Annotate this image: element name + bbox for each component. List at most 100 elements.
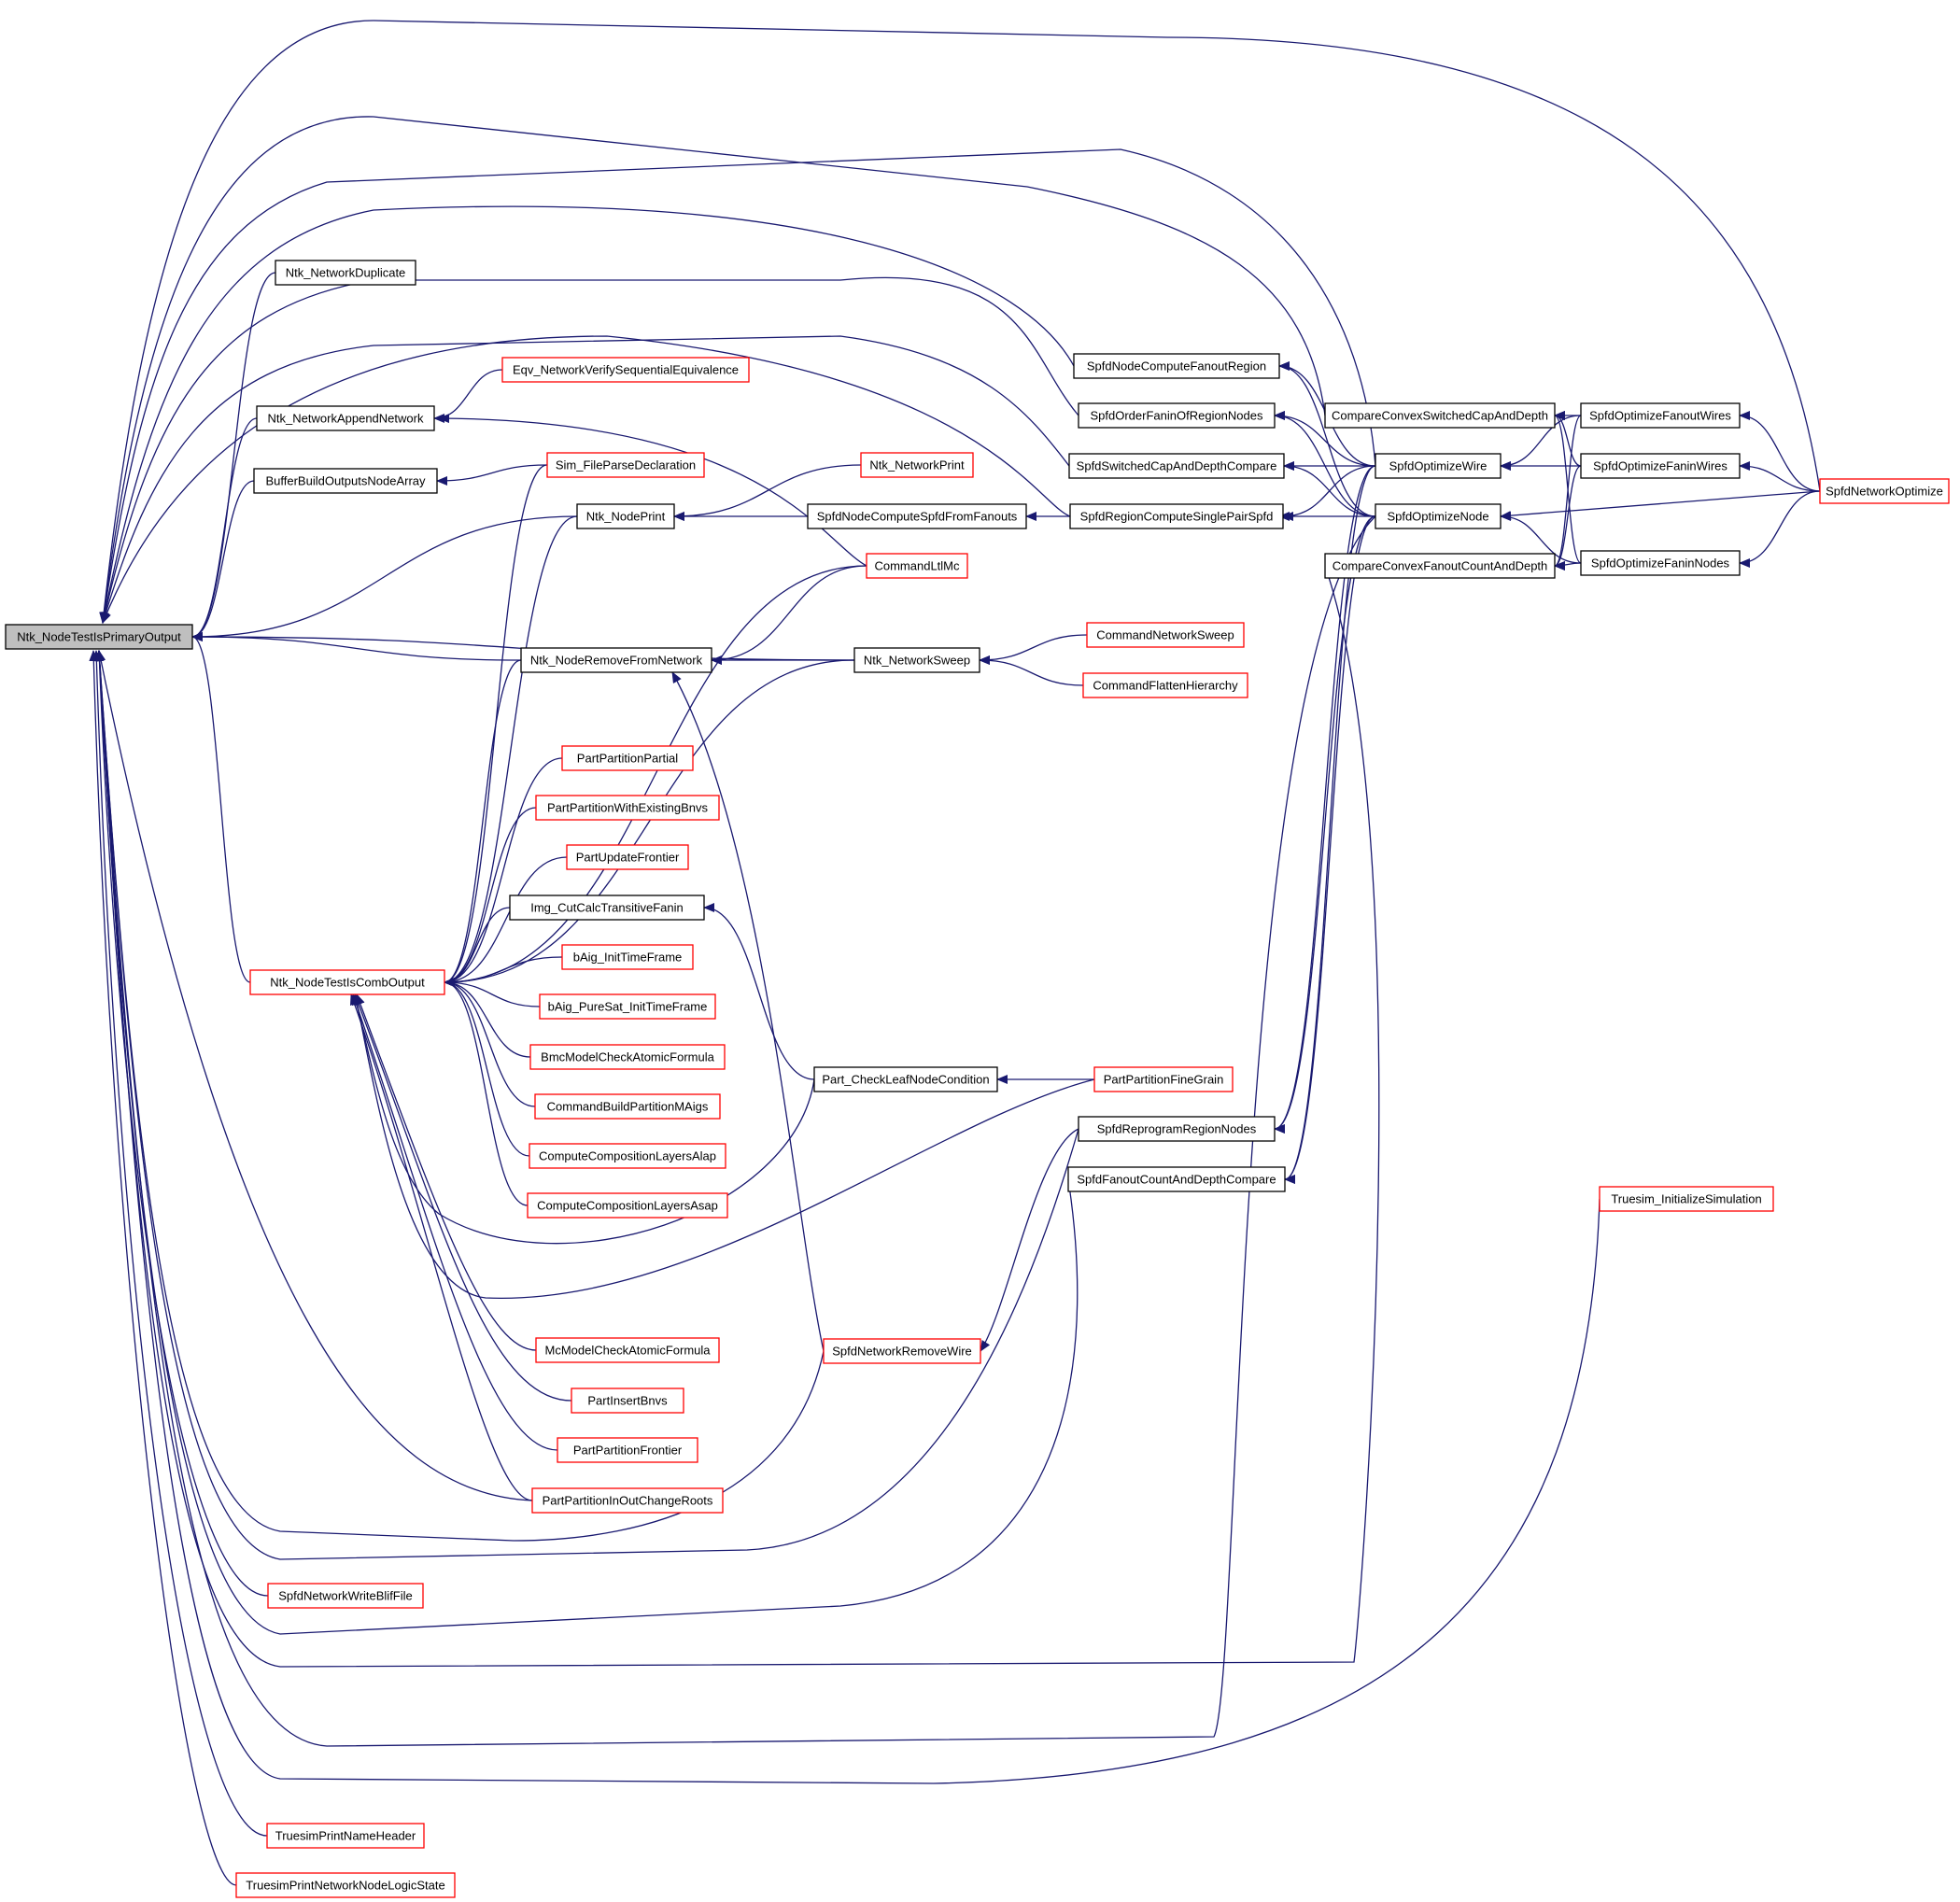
node-layer: Ntk_NodeTestIsPrimaryOutputNtk_NetworkDu… [5, 260, 1950, 1898]
node-fanoutregion[interactable]: SpfdNodeComputeFanoutRegion [1073, 353, 1280, 379]
edge-ccswitched-to-root [99, 116, 1326, 624]
node-label: CommandBuildPartitionMAigs [547, 1100, 709, 1114]
edge-pufrontier-to-comb [444, 856, 568, 987]
node-removewire[interactable]: SpfdNetworkRemoveWire [823, 1338, 981, 1364]
node-box [1086, 622, 1245, 648]
node-cmdsweep[interactable]: CommandNetworkSweep [1086, 622, 1245, 648]
node-label: PartUpdateFrontier [576, 851, 680, 865]
edge-optwire-to-orderfanin [1274, 411, 1376, 467]
node-label: BmcModelCheckAtomicFormula [541, 1050, 714, 1064]
node-box [557, 1437, 698, 1463]
edge-optnode-to-reprogram [1274, 515, 1376, 1134]
edge-optnode-to-fanoutcmp [1284, 515, 1376, 1184]
node-append[interactable]: Ntk_NetworkAppendNetwork [256, 405, 435, 431]
edge-dup-to-root [191, 272, 276, 641]
node-netoptimize[interactable]: SpfdNetworkOptimize [1819, 478, 1950, 504]
node-comb[interactable]: Ntk_NodeTestIsCombOutput [249, 969, 445, 995]
node-switchedcmp[interactable]: SpfdSwitchedCapAndDepthCompare [1068, 453, 1285, 479]
node-optfaninnodes[interactable]: SpfdOptimizeFaninNodes [1580, 550, 1741, 576]
node-box [1078, 402, 1276, 429]
node-box [253, 468, 438, 494]
node-finegrain[interactable]: PartPartitionFineGrain [1093, 1066, 1234, 1092]
node-eqv[interactable]: Eqv_NetworkVerifySequentialEquivalence [501, 357, 750, 383]
edge-mcatomic-to-comb [356, 993, 537, 1351]
node-optwire[interactable]: SpfdOptimizeWire [1375, 453, 1502, 479]
node-netprint[interactable]: Ntk_NetworkPrint [860, 452, 974, 478]
edge-optfaninnodes-to-optnode [1500, 512, 1582, 564]
node-baigpure[interactable]: bAig_PureSat_InitTimeFrame [539, 993, 716, 1020]
node-imgcut[interactable]: Img_CutCalcTransitiveFanin [509, 895, 705, 921]
node-asap[interactable]: ComputeCompositionLayersAsap [527, 1192, 728, 1219]
node-sweep[interactable]: Ntk_NetworkSweep [853, 647, 980, 673]
node-label: SpfdOptimizeWire [1389, 459, 1488, 473]
node-ccswitched[interactable]: CompareConvexSwitchedCapAndDepth [1324, 402, 1556, 429]
node-reprogram[interactable]: SpfdReprogramRegionNodes [1078, 1116, 1276, 1142]
node-alap[interactable]: ComputeCompositionLayersAlap [529, 1143, 726, 1169]
node-label: CommandFlattenHierarchy [1093, 679, 1238, 693]
node-box [1375, 453, 1502, 479]
node-dup[interactable]: Ntk_NetworkDuplicate [275, 260, 416, 286]
node-pinsert[interactable]: PartInsertBnvs [571, 1388, 684, 1414]
edge-netprint-to-nodeprint [673, 464, 862, 521]
node-box [1580, 550, 1741, 576]
node-label: SpfdNodeComputeSpfdFromFanouts [817, 510, 1018, 524]
node-box [267, 1583, 424, 1609]
node-remove[interactable]: Ntk_NodeRemoveFromNetwork [520, 647, 712, 673]
node-box [546, 452, 705, 478]
edge-switchedcmp-to-root [101, 335, 1070, 624]
edge-optfanoutwires-to-optwire [1500, 415, 1582, 471]
node-checkleaf[interactable]: Part_CheckLeafNodeCondition [813, 1066, 998, 1092]
node-label: SpfdNodeComputeFanoutRegion [1087, 359, 1266, 373]
node-logicstate[interactable]: TruesimPrintNetworkNodeLogicState [235, 1872, 456, 1898]
edge-logicstate-to-root [89, 650, 237, 1886]
node-label: SpfdNetworkOptimize [1826, 485, 1943, 499]
node-singlepair[interactable]: SpfdRegionComputeSinglePairSpfd [1069, 503, 1284, 529]
node-ppwithbnvs[interactable]: PartPartitionWithExistingBnvs [535, 795, 720, 821]
node-writeblif[interactable]: SpfdNetworkWriteBlifFile [267, 1583, 424, 1609]
node-label: Ntk_NetworkAppendNetwork [268, 412, 424, 426]
node-ltlmc[interactable]: CommandLtlMc [866, 553, 968, 579]
node-namehdr[interactable]: TruesimPrintNameHeader [266, 1823, 425, 1849]
edge-netoptimize-to-optnode [1500, 490, 1821, 521]
edge-eqv-to-append [433, 369, 503, 423]
edge-flatten-to-sweep [979, 655, 1084, 686]
node-ppfrontier[interactable]: PartPartitionFrontier [557, 1437, 698, 1463]
node-pppartial[interactable]: PartPartitionPartial [561, 745, 694, 771]
node-label: SpfdNetworkRemoveWire [832, 1345, 972, 1359]
edge-layer [89, 20, 1821, 1886]
edge-optfaninwires-to-ccswitched [1554, 411, 1582, 467]
node-ppinout[interactable]: PartPartitionInOutChangeRoots [531, 1487, 724, 1514]
node-cmdbuild[interactable]: CommandBuildPartitionMAigs [534, 1093, 721, 1120]
node-ccfanout[interactable]: CompareConvexFanoutCountAndDepth [1324, 553, 1556, 579]
node-label: ComputeCompositionLayersAsap [537, 1199, 718, 1213]
node-optnode[interactable]: SpfdOptimizeNode [1375, 503, 1502, 529]
node-box [1599, 1186, 1774, 1212]
node-optfaninwires[interactable]: SpfdOptimizeFaninWires [1580, 453, 1741, 479]
node-label: PartPartitionFrontier [573, 1444, 683, 1458]
node-sim[interactable]: Sim_FileParseDeclaration [546, 452, 705, 478]
node-flatten[interactable]: CommandFlattenHierarchy [1082, 672, 1248, 698]
node-label: SpfdFanoutCountAndDepthCompare [1077, 1173, 1276, 1187]
node-fromfanouts[interactable]: SpfdNodeComputeSpfdFromFanouts [807, 503, 1027, 529]
node-bmcatomic[interactable]: BmcModelCheckAtomicFormula [529, 1044, 726, 1070]
node-baiginit[interactable]: bAig_InitTimeFrame [561, 944, 694, 970]
edge-checkleaf-to-comb [352, 993, 815, 1245]
node-box [266, 1823, 425, 1849]
node-pufrontier[interactable]: PartUpdateFrontier [566, 844, 689, 870]
edge-optnode-to-switchedcmp [1283, 461, 1376, 517]
node-mcatomic[interactable]: McModelCheckAtomicFormula [535, 1337, 720, 1363]
edge-optnode-to-fanoutregion [1278, 361, 1376, 517]
edge-reprogram-to-removewire [980, 1128, 1079, 1352]
node-label: BufferBuildOutputsNodeArray [265, 474, 426, 488]
node-label: Ntk_NetworkSweep [864, 654, 970, 668]
node-label: CommandNetworkSweep [1096, 628, 1234, 642]
node-optfanoutwires[interactable]: SpfdOptimizeFanoutWires [1580, 402, 1741, 429]
node-box [866, 553, 968, 579]
node-orderfanin[interactable]: SpfdOrderFaninOfRegionNodes [1078, 402, 1276, 429]
node-box [501, 357, 750, 383]
node-fanoutcmp[interactable]: SpfdFanoutCountAndDepthCompare [1067, 1166, 1286, 1192]
node-nodeprint[interactable]: Ntk_NodePrint [576, 503, 675, 529]
edge-truesiminit-to-root [94, 650, 1600, 1784]
node-truesiminit[interactable]: Truesim_InitializeSimulation [1599, 1186, 1774, 1212]
node-buffer[interactable]: BufferBuildOutputsNodeArray [253, 468, 438, 494]
